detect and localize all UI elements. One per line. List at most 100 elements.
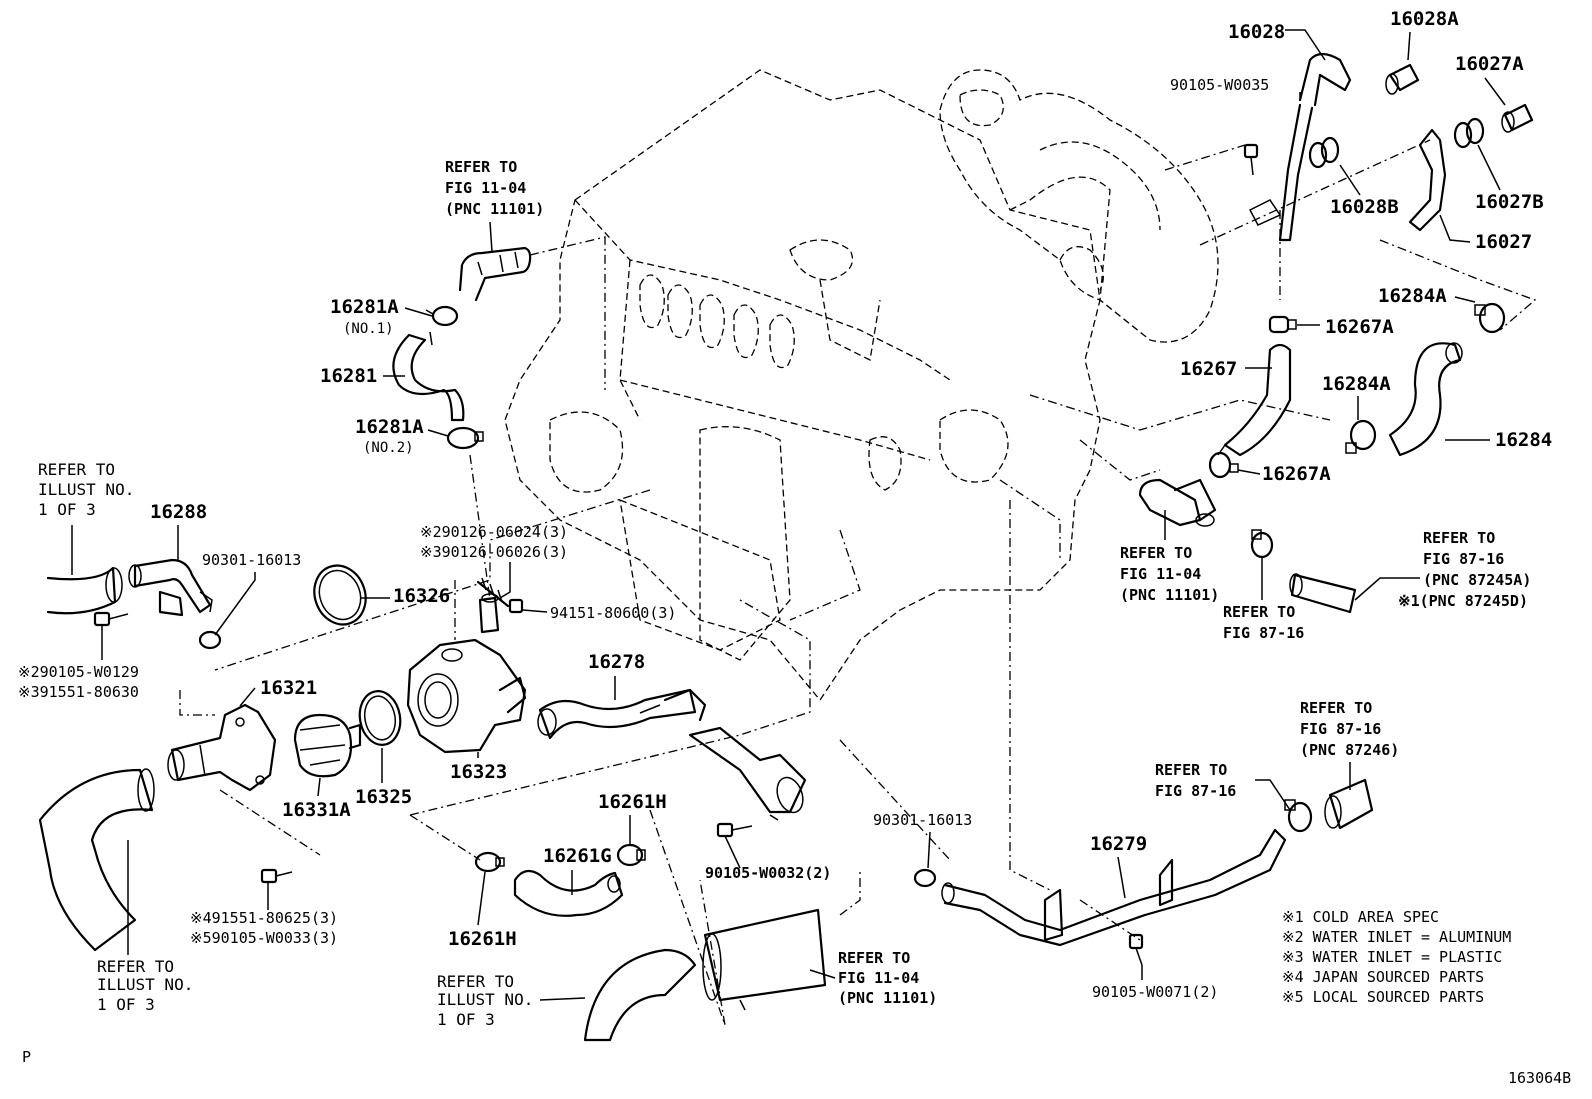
label-16281A-no1-sub: (NO.1) — [343, 321, 394, 337]
leader-lines — [179, 139, 1537, 1026]
corner-mark: P — [22, 1048, 31, 1066]
refer-fig-87-16-pnc-87246: REFER TO FIG 87-16 (PNC 87246) — [1300, 699, 1399, 759]
label-16284A-mid: 16284A — [1322, 373, 1391, 395]
label-16267A-bottom: 16267A — [1262, 463, 1331, 485]
label-90105-W0129: ※290105-W0129 — [18, 663, 139, 681]
legend-item: ※1 COLD AREA SPEC — [1282, 908, 1439, 926]
gasket-16027B — [1453, 117, 1485, 149]
label-90126-06026: ※390126-06026(3) — [420, 543, 568, 561]
label-90105-W0071: 90105-W0071(2) — [1092, 983, 1218, 1001]
o-ring-90301-16013-b — [913, 868, 937, 888]
hose-16261G — [513, 869, 624, 917]
svg-text:(PNC 87245A): (PNC 87245A) — [1423, 571, 1531, 589]
label-16028: 16028 — [1228, 21, 1285, 43]
label-16267A-top: 16267A — [1325, 316, 1394, 338]
bolt-91551-80625 — [260, 868, 293, 884]
label-16331A: 16331A — [282, 799, 351, 821]
svg-text:※1(PNC 87245D): ※1(PNC 87245D) — [1398, 592, 1528, 610]
refer-illust-bottom-left: REFER TO ILLUST NO. 1 OF 3 — [97, 957, 193, 1014]
engine-block-outline — [504, 69, 1111, 702]
label-16284A-top: 16284A — [1378, 285, 1447, 307]
hose-fitting-upper — [458, 246, 532, 302]
svg-text:FIG 11-04: FIG 11-04 — [838, 969, 919, 987]
label-16261H-bottom: 16261H — [448, 928, 517, 950]
svg-text:REFER TO: REFER TO — [1423, 529, 1495, 547]
label-94151-80600: 94151-80600(3) — [550, 604, 676, 622]
bolt-90105-W0071 — [1128, 933, 1144, 966]
svg-text:1 OF 3: 1 OF 3 — [97, 995, 155, 1014]
refer-fig-87-16-lower: REFER TO FIG 87-16 — [1155, 761, 1236, 800]
water-outlet-16323 — [406, 593, 527, 754]
refer-fig-87-16-pnc-87245: REFER TO FIG 87-16 (PNC 87245A) ※1(PNC 8… — [1398, 529, 1531, 610]
label-91551-80625: ※491551-80625(3) — [190, 909, 338, 927]
clip-16281A-no1 — [425, 305, 459, 327]
svg-text:ILLUST NO.: ILLUST NO. — [38, 480, 134, 499]
svg-text:(PNC 11101): (PNC 11101) — [1120, 586, 1219, 604]
pipe-16279 — [941, 828, 1287, 947]
label-16027A: 16027A — [1455, 53, 1524, 75]
clip-16267A-bottom — [1208, 451, 1239, 479]
hose-left-refer — [46, 566, 123, 615]
pipe-11-04-bottom — [702, 908, 827, 1011]
label-16261G: 16261G — [543, 845, 612, 867]
thermostat-16331A — [293, 713, 362, 778]
label-16279: 16279 — [1090, 833, 1147, 855]
label-16326: 16326 — [393, 585, 450, 607]
label-16028A: 16028A — [1390, 8, 1459, 30]
refer-illust-left-top: REFER TO ILLUST NO. 1 OF 3 — [38, 460, 134, 519]
label-91551-80630: ※391551-80630 — [18, 683, 139, 701]
svg-text:REFER TO: REFER TO — [1120, 544, 1192, 562]
label-16267: 16267 — [1180, 358, 1237, 380]
refer-fig-11-04-bottom: REFER TO FIG 11-04 (PNC 11101) — [838, 949, 937, 1007]
legend-item: ※5 LOCAL SOURCED PARTS — [1282, 988, 1484, 1006]
gasket-16028B — [1308, 136, 1340, 169]
water-inlet-16321 — [167, 703, 277, 792]
hose-87246 — [1324, 778, 1374, 830]
hose-16284 — [1388, 342, 1463, 457]
pipe-16027 — [1408, 128, 1447, 232]
label-16284: 16284 — [1495, 429, 1552, 451]
pipe-16028 — [1248, 52, 1352, 242]
clip-16261H-bottom — [474, 851, 505, 873]
svg-text:REFER TO: REFER TO — [437, 972, 514, 991]
clip-lower-right — [1284, 799, 1313, 833]
svg-text:FIG 87-16: FIG 87-16 — [1155, 782, 1236, 800]
label-16261H-top: 16261H — [598, 791, 667, 813]
hose-16278 — [537, 688, 707, 740]
svg-text:REFER TO: REFER TO — [38, 460, 115, 479]
hose-16281 — [392, 331, 465, 422]
label-90301-16013-b: 90301-16013 — [873, 811, 972, 829]
label-16323: 16323 — [450, 761, 507, 783]
label-16325: 16325 — [355, 786, 412, 808]
label-16321: 16321 — [260, 677, 317, 699]
svg-text:REFER TO: REFER TO — [1223, 603, 1295, 621]
label-16281A-no2: 16281A — [355, 416, 424, 438]
label-16027B: 16027B — [1475, 191, 1544, 213]
label-90105-W0033: ※590105-W0033(3) — [190, 929, 338, 947]
label-90105-W0032: 90105-W0032(2) — [705, 864, 831, 882]
refer-fig-11-04-top: REFER TO FIG 11-04 (PNC 11101) — [445, 158, 544, 218]
svg-text:REFER TO: REFER TO — [97, 957, 174, 976]
turbo-outline — [939, 69, 1219, 343]
label-16288: 16288 — [150, 501, 207, 523]
svg-text:1 OF 3: 1 OF 3 — [437, 1010, 495, 1029]
clip-87-16-right — [1250, 529, 1274, 559]
figure-id: 163064B — [1508, 1069, 1571, 1087]
label-16281A-no1: 16281A — [330, 296, 399, 318]
legend-item: ※4 JAPAN SOURCED PARTS — [1282, 968, 1484, 986]
svg-text:1 OF 3: 1 OF 3 — [38, 500, 96, 519]
hose-bottom-center — [583, 948, 697, 1042]
svg-text:REFER TO: REFER TO — [1155, 761, 1227, 779]
label-16028B: 16028B — [1330, 196, 1399, 218]
pipe-16288 — [128, 558, 213, 617]
hose-87245 — [1289, 573, 1357, 614]
label-16027: 16027 — [1475, 231, 1532, 253]
svg-text:REFER TO: REFER TO — [838, 949, 910, 967]
bolt-16027A — [1501, 103, 1534, 133]
clip-16281A-no2 — [446, 426, 484, 450]
clip-16261H-top — [616, 843, 646, 867]
pipe-outlet-right — [688, 726, 807, 821]
svg-text:ILLUST NO.: ILLUST NO. — [97, 975, 193, 994]
label-90105-W0035: 90105-W0035 — [1170, 76, 1269, 94]
